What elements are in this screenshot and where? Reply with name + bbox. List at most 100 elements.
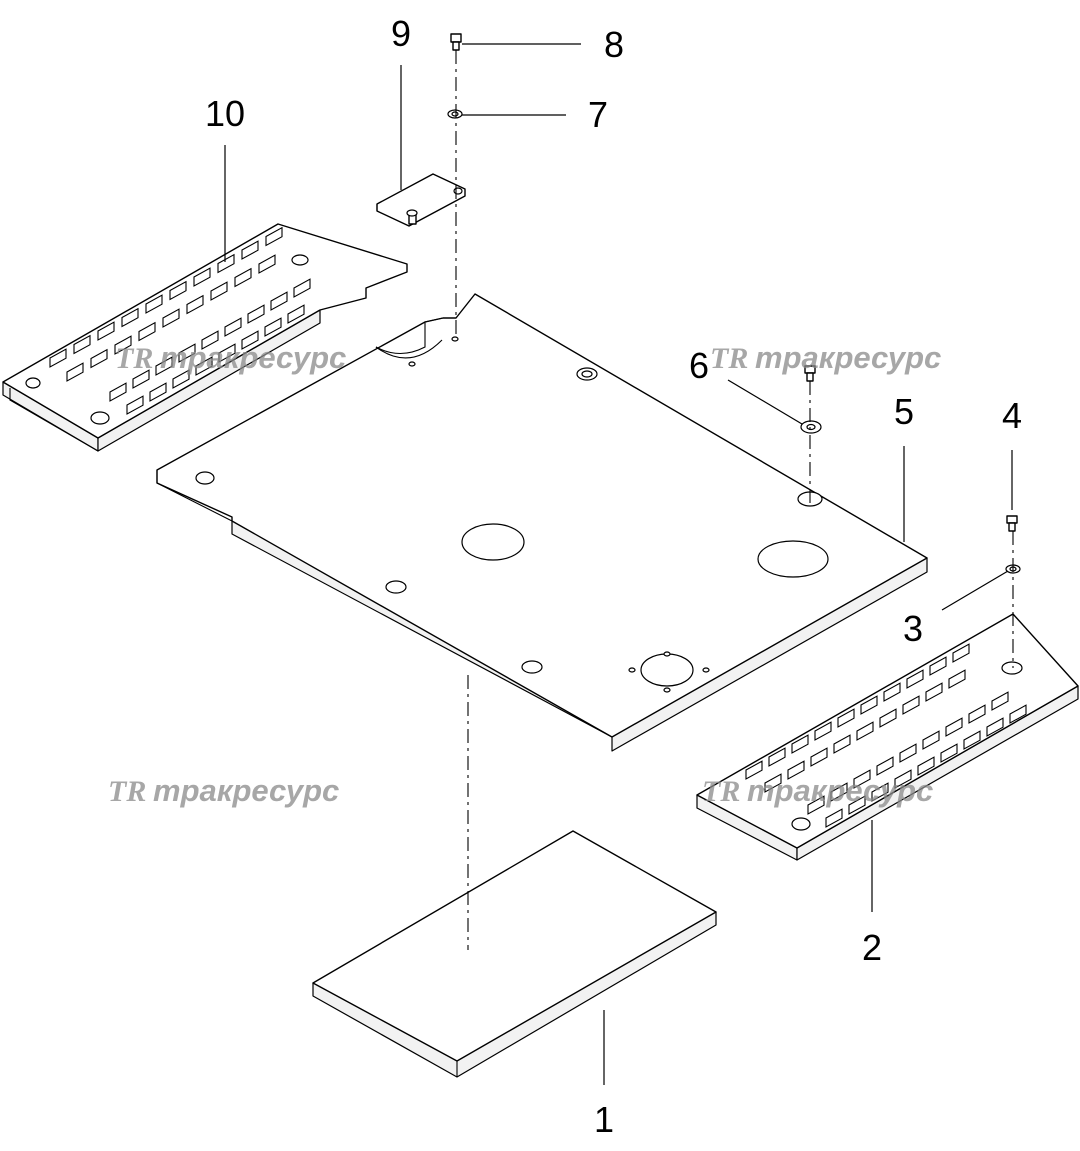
callout-2: 2: [862, 927, 882, 968]
callout-7: 7: [588, 94, 608, 135]
grating-slot: [925, 682, 943, 702]
grating-slot: [810, 747, 828, 767]
callout-9: 9: [391, 13, 411, 54]
grating-slot: [945, 717, 963, 737]
watermark-4: TR тракресурс: [702, 773, 933, 808]
grating-slot: [883, 682, 901, 702]
part-2-right-step: [696, 613, 1079, 861]
grating-slot: [49, 348, 67, 368]
part-6-bolt-washer: [800, 365, 822, 434]
watermark-text: тракресурс: [153, 773, 339, 808]
part-7-washer: [447, 109, 463, 119]
grating-slot: [258, 254, 276, 274]
grating-slot: [138, 321, 156, 342]
grating-slot: [991, 691, 1009, 711]
grating-slot: [853, 769, 871, 789]
grating-slot: [66, 362, 84, 382]
grating-slot: [940, 743, 958, 763]
part-5-floor-plate: [156, 293, 928, 752]
part-8-bolt: [450, 33, 462, 51]
part-4-bolt: [1006, 515, 1018, 532]
grating-slot: [178, 343, 196, 363]
grating-slot: [149, 382, 167, 402]
grating-slot: [787, 760, 805, 780]
grating-slot: [860, 695, 878, 715]
grating-slot: [922, 730, 940, 750]
grating-slot: [155, 356, 173, 376]
grating-slot: [986, 717, 1004, 737]
watermark-text: тракресурс: [747, 773, 933, 808]
grating-slot: [929, 656, 947, 676]
grating-slot: [833, 734, 851, 754]
assembly-axes: [455, 50, 1014, 950]
plate-hole-large-center: [461, 523, 525, 561]
callout-3: 3: [903, 608, 923, 649]
grating-slot: [968, 704, 986, 724]
grating-slot: [871, 782, 889, 802]
grating-slot: [848, 795, 866, 815]
grating-slot: [217, 253, 235, 274]
plate-hole-oval: [757, 540, 829, 578]
watermark-3: TR тракресурс: [108, 773, 339, 808]
watermark-logo: TR: [108, 775, 146, 808]
grating-slot: [917, 756, 935, 776]
grating-slot: [902, 695, 920, 715]
grating-slot: [963, 730, 981, 750]
grating-slot: [287, 304, 305, 324]
grating-slot: [265, 226, 283, 247]
grating-slot: [247, 304, 265, 324]
grating-slot: [97, 321, 115, 341]
grating-slot: [745, 760, 763, 780]
grating-slot: [145, 294, 163, 314]
grating-slot: [186, 294, 204, 315]
grating-slot: [952, 643, 970, 663]
grating-slot: [270, 291, 288, 311]
leader-lines: [224, 43, 1013, 1085]
grating-slot: [825, 808, 843, 828]
grating-slot: [193, 267, 211, 287]
watermark-logo: TR: [702, 775, 740, 808]
callout-4: 4: [1002, 395, 1022, 436]
grating-slot: [224, 317, 242, 337]
grating-slot: [114, 335, 132, 355]
grating-slot: [90, 348, 108, 369]
watermark-text: тракресурс: [160, 340, 346, 375]
callout-8: 8: [604, 24, 624, 65]
watermark-2: TR тракресурс: [710, 340, 941, 375]
grating-slot: [1009, 704, 1027, 724]
grating-slot: [791, 734, 809, 754]
grating-slot: [218, 343, 236, 363]
grating-slot: [906, 669, 924, 689]
grating-slot: [264, 317, 282, 337]
watermark-1: TR тракресурс: [115, 340, 346, 375]
grating-slot: [837, 708, 855, 728]
callout-10: 10: [205, 93, 245, 134]
grating-slot: [126, 395, 144, 415]
grating-slot: [807, 795, 825, 815]
grating-slot: [894, 769, 912, 789]
grating-slot: [856, 721, 874, 741]
grating-slot: [879, 708, 897, 728]
grating-slot: [172, 369, 190, 389]
grating-slot: [764, 773, 782, 793]
grating-slot: [948, 669, 966, 689]
grating-slot: [132, 369, 150, 389]
grating-slot: [195, 356, 213, 376]
part-10-left-step: [2, 223, 408, 452]
callout-6: 6: [689, 345, 709, 386]
grating-slot: [73, 334, 91, 355]
grating-slot: [293, 278, 311, 298]
watermark-logo: TR: [115, 342, 153, 375]
grating-slot: [201, 330, 219, 350]
grating-slot: [121, 307, 139, 328]
grating-slot: [210, 281, 228, 301]
callout-1: 1: [594, 1099, 614, 1140]
grating-slot: [109, 382, 127, 402]
grating-slot: [768, 747, 786, 767]
grating-slot: [830, 782, 848, 802]
part-1-floor-mat: [312, 830, 717, 1078]
watermark-text: тракресурс: [755, 340, 941, 375]
watermark-logo: TR: [710, 342, 748, 375]
grating-slot: [876, 756, 894, 776]
